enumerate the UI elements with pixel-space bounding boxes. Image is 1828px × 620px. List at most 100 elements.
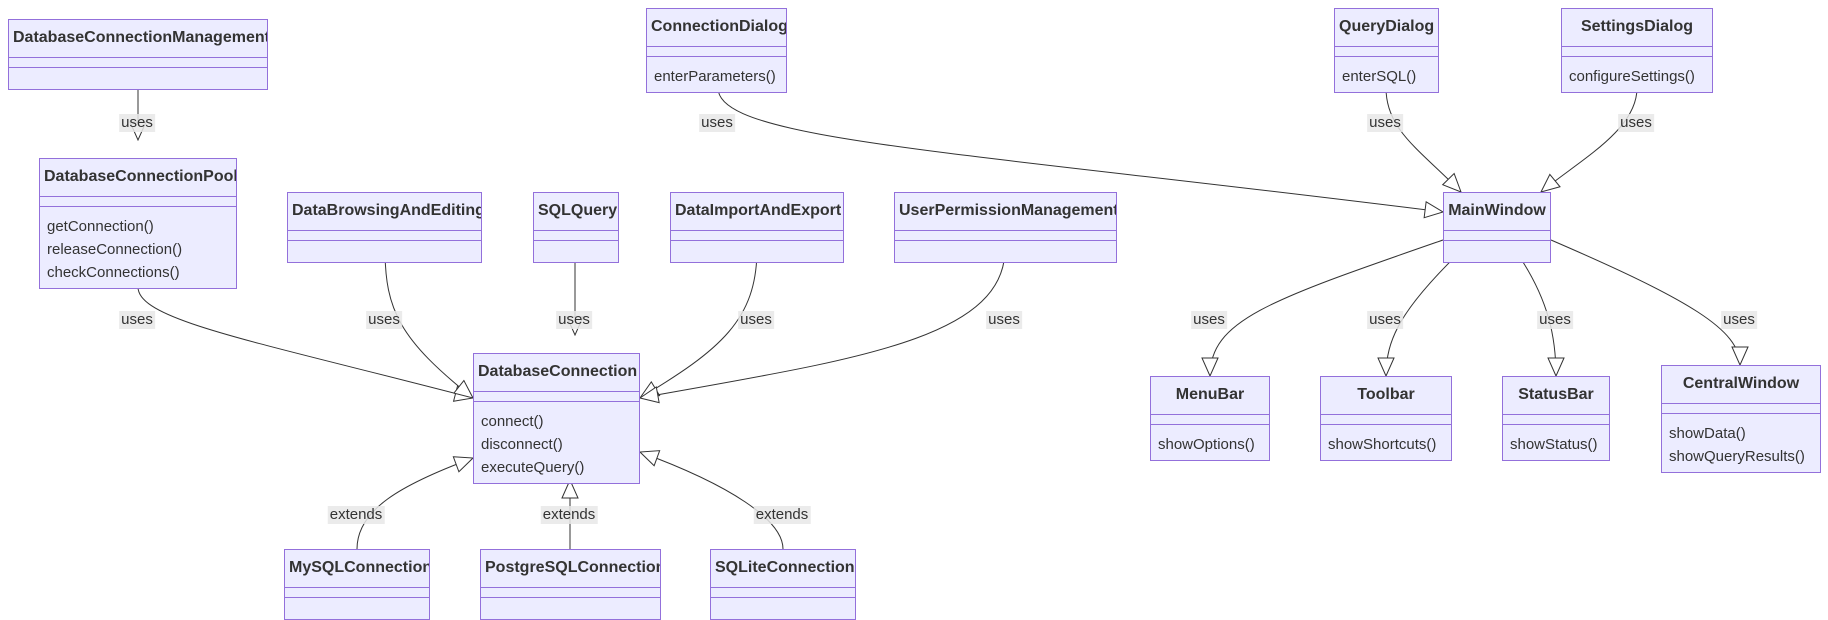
class-node-MenuBar[interactable]: MenuBar showOptions() [1150,376,1270,461]
class-methods-section [895,241,1116,262]
edge-ConnectionDialog-to-MainWindow [717,87,1443,212]
class-node-StatusBar[interactable]: StatusBar showStatus() [1502,376,1610,461]
class-method: disconnect() [481,436,563,453]
edge-UserPermissionManagement-to-DatabaseConnection [640,248,1006,398]
class-node-ConnectionDialog[interactable]: ConnectionDialog enterParameters() [646,8,787,93]
class-attributes-section [285,588,429,598]
class-attributes-section [9,58,267,68]
class-name: DataBrowsingAndEditing [288,193,481,231]
class-node-SQLiteConnection[interactable]: SQLiteConnection [710,549,856,620]
class-attributes-section [1335,47,1438,57]
class-attributes-section [474,392,639,402]
class-method: checkConnections() [47,264,180,281]
class-node-DatabaseConnection[interactable]: DatabaseConnection connect() disconnect() e… [473,353,640,484]
class-name: ConnectionDialog [647,9,786,47]
class-methods-section: configureSettings() [1562,57,1712,92]
class-attributes-section [1151,415,1269,425]
class-node-DataBrowsingAndEditing[interactable]: DataBrowsingAndEditing [287,192,482,263]
edge-label: extends [540,506,598,524]
edge-SettingsDialog-to-MainWindow [1541,87,1638,192]
class-name: StatusBar [1503,377,1609,415]
class-name: PostgreSQLConnection [481,550,660,588]
edge-label: uses [366,311,402,329]
class-attributes-section [711,588,855,598]
class-name: DatabaseConnection [474,354,639,392]
class-name: CentralWindow [1662,366,1820,404]
class-methods-section: showStatus() [1503,425,1609,460]
class-method: configureSettings() [1569,68,1695,85]
edge-label: uses [699,114,735,132]
edge-label: extends [327,506,385,524]
class-node-DatabaseConnectionPool[interactable]: DatabaseConnectionPool getConnection() rel… [39,158,237,289]
class-methods-section [1444,241,1550,262]
edge-label: uses [1537,311,1573,329]
edge-SQLiteConnection-to-DatabaseConnection [640,452,784,550]
class-method: connect() [481,413,544,430]
class-methods-section [671,241,843,262]
class-node-UserPermissionManagement[interactable]: UserPermissionManagement [894,192,1117,263]
class-node-MySQLConnection[interactable]: MySQLConnection [284,549,430,620]
class-method: enterSQL() [1342,68,1417,85]
class-method: executeQuery() [481,459,585,476]
class-attributes-section [1562,47,1712,57]
class-name: SettingsDialog [1562,9,1712,47]
class-node-QueryDialog[interactable]: QueryDialog enterSQL() [1334,8,1439,93]
edge-MainWindow-to-CentralWindow [1550,239,1740,365]
class-name: SQLQuery [534,193,618,231]
class-node-SQLQuery[interactable]: SQLQuery [533,192,619,263]
class-attributes-section [895,231,1116,241]
class-name: MenuBar [1151,377,1269,415]
class-attributes-section [1444,231,1550,241]
class-name: MySQLConnection [285,550,429,588]
class-name: MainWindow [1444,193,1550,231]
edge-label: uses [1721,311,1757,329]
class-method: showOptions() [1158,436,1255,453]
class-methods-section [534,241,618,262]
class-methods-section: showOptions() [1151,425,1269,460]
class-method: showShortcuts() [1328,436,1437,453]
edge-MySQLConnection-to-DatabaseConnection [356,458,473,550]
class-methods-section: enterParameters() [647,57,786,92]
class-name: QueryDialog [1335,9,1438,47]
class-methods-section [9,68,267,89]
class-node-Toolbar[interactable]: Toolbar showShortcuts() [1320,376,1452,461]
class-methods-section: showShortcuts() [1321,425,1451,460]
edge-label: uses [1618,114,1654,132]
class-name: UserPermissionManagement [895,193,1116,231]
class-method: showQueryResults() [1669,448,1805,465]
class-attributes-section [671,231,843,241]
class-name: SQLiteConnection [711,550,855,588]
class-name: DatabaseConnectionPool [40,159,236,197]
class-attributes-section [481,588,660,598]
class-node-PostgreSQLConnection[interactable]: PostgreSQLConnection [480,549,661,620]
class-methods-section: connect() disconnect() executeQuery() [474,402,639,483]
class-methods-section: getConnection() releaseConnection() checkC… [40,207,236,288]
class-node-MainWindow[interactable]: MainWindow [1443,192,1551,263]
class-attributes-section [1321,415,1451,425]
class-method: getConnection() [47,218,154,235]
class-node-DatabaseConnectionManagement[interactable]: DatabaseConnectionManagement [8,19,268,90]
class-methods-section: showData() showQueryResults() [1662,414,1820,472]
edge-QueryDialog-to-MainWindow [1385,87,1461,192]
class-method: showData() [1669,425,1746,442]
edge-label: uses [119,311,155,329]
class-name: Toolbar [1321,377,1451,415]
class-attributes-section [647,47,786,57]
edge-label: uses [1367,311,1403,329]
edge-DataImportAndExport-to-DatabaseConnection [640,248,758,398]
class-methods-section: enterSQL() [1335,57,1438,92]
class-node-DataImportAndExport[interactable]: DataImportAndExport [670,192,844,263]
class-attributes-section [1503,415,1609,425]
class-method: releaseConnection() [47,241,183,258]
edge-label: uses [1191,311,1227,329]
edge-label: uses [738,311,774,329]
edge-label: extends [753,506,811,524]
class-node-CentralWindow[interactable]: CentralWindow showData() showQueryResults(… [1661,365,1821,473]
class-name: DatabaseConnectionManagement [9,20,267,58]
edge-MainWindow-to-MenuBar [1210,239,1444,376]
class-node-SettingsDialog[interactable]: SettingsDialog configureSettings() [1561,8,1713,93]
class-name: DataImportAndExport [671,193,843,231]
edge-label: uses [1367,114,1403,132]
edge-label: uses [986,311,1022,329]
